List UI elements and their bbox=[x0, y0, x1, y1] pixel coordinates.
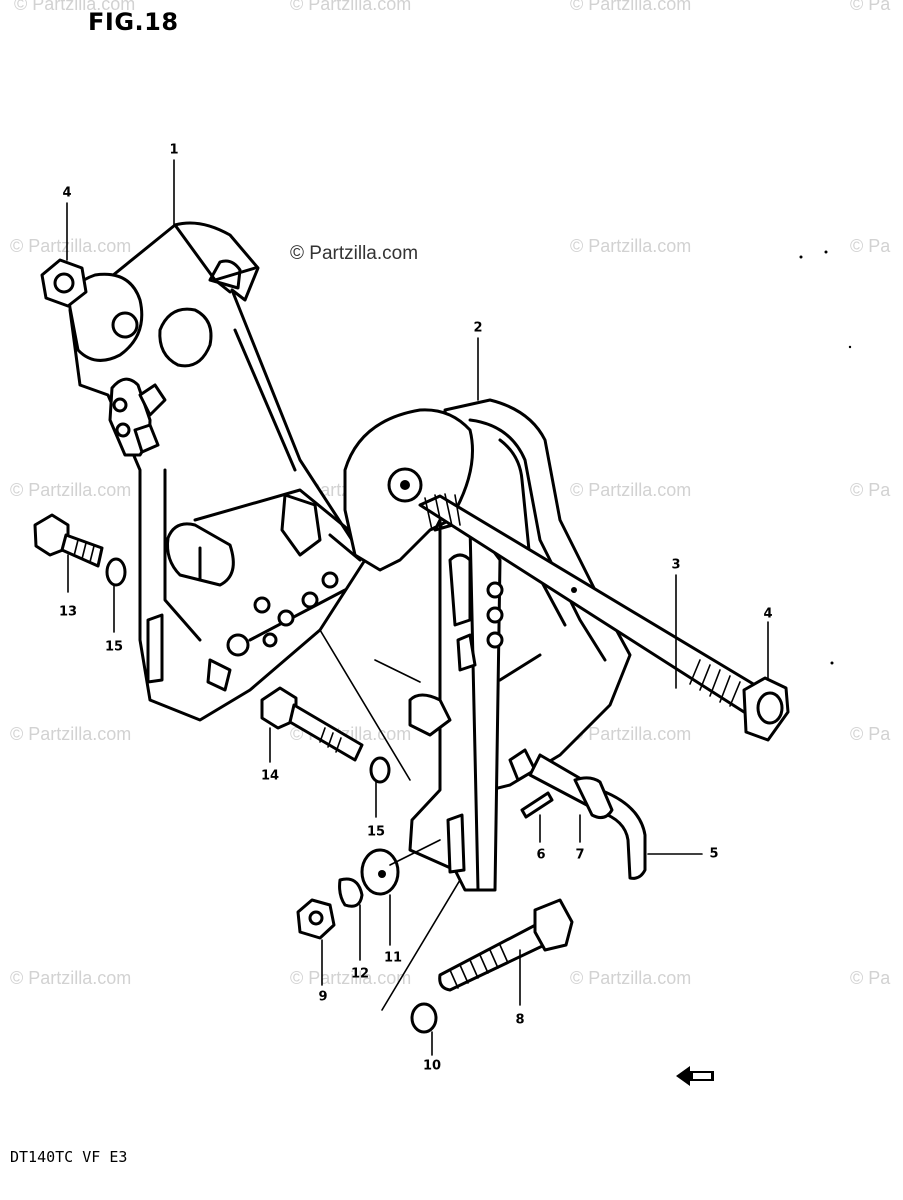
watermark: © Partzilla.com bbox=[570, 968, 692, 988]
figure-title: FIG.18 bbox=[88, 8, 179, 36]
watermark: © Partzilla.com bbox=[570, 724, 692, 744]
watermark-dark: © Partzilla.com bbox=[290, 243, 419, 264]
callout-5: 5 bbox=[709, 846, 719, 862]
callout-12: 12 bbox=[350, 966, 370, 982]
callout-2: 2 bbox=[473, 320, 483, 336]
watermark: © Pa bbox=[850, 968, 891, 988]
washer-15-left bbox=[105, 557, 127, 587]
watermark: © Pa bbox=[850, 0, 891, 14]
watermark: © Pa bbox=[850, 480, 891, 500]
callout-13: 13 bbox=[58, 604, 78, 620]
bolt-14 bbox=[260, 686, 364, 762]
watermark: © Partzilla.com bbox=[290, 0, 412, 14]
model-code: DT140TC VF E3 bbox=[10, 1148, 128, 1166]
callout-4: 4 bbox=[62, 185, 72, 201]
callout-14: 14 bbox=[260, 768, 280, 784]
watermark: © Partzilla.com bbox=[570, 0, 692, 14]
clamp-bracket-right bbox=[343, 398, 632, 892]
bolt-long bbox=[438, 898, 574, 992]
callout-15: 15 bbox=[366, 824, 386, 840]
fwd-arrow-icon bbox=[676, 1066, 714, 1086]
flat-washer bbox=[360, 848, 400, 896]
watermark: © Partzilla.com bbox=[570, 480, 692, 500]
clamp-bracket-left bbox=[68, 221, 367, 722]
nut-right bbox=[742, 676, 790, 742]
callout-6: 6 bbox=[536, 847, 546, 863]
callout-15: 15 bbox=[104, 639, 124, 655]
callout-7: 7 bbox=[575, 847, 585, 863]
nut-small bbox=[296, 898, 336, 940]
lock-washer bbox=[338, 877, 364, 908]
callout-8: 8 bbox=[515, 1012, 525, 1028]
callout-9: 9 bbox=[318, 989, 328, 1005]
watermark: © Pa bbox=[850, 236, 891, 256]
washer-15-right bbox=[369, 756, 391, 784]
watermark: © Partzilla.com bbox=[570, 236, 692, 256]
nut-left bbox=[40, 258, 88, 308]
callout-1: 1 bbox=[169, 142, 179, 158]
watermark: © Partzilla.com bbox=[10, 480, 132, 500]
watermark: © Partzilla.com bbox=[14, 0, 136, 14]
watermark: © Partzilla.com bbox=[10, 236, 132, 256]
pin bbox=[520, 791, 554, 819]
watermark: © Partzilla.com bbox=[10, 724, 132, 744]
callout-10: 10 bbox=[422, 1058, 442, 1074]
washer-small bbox=[410, 1002, 438, 1034]
watermark: © Pa bbox=[850, 724, 891, 744]
callout-4: 4 bbox=[763, 606, 773, 622]
watermark: © Partzilla.com bbox=[10, 968, 132, 988]
callout-11: 11 bbox=[383, 950, 403, 966]
watermark: © Partzilla.com bbox=[290, 968, 412, 988]
elbow-tube bbox=[528, 753, 647, 880]
bolt-13 bbox=[33, 513, 104, 568]
callout-3: 3 bbox=[671, 557, 681, 573]
